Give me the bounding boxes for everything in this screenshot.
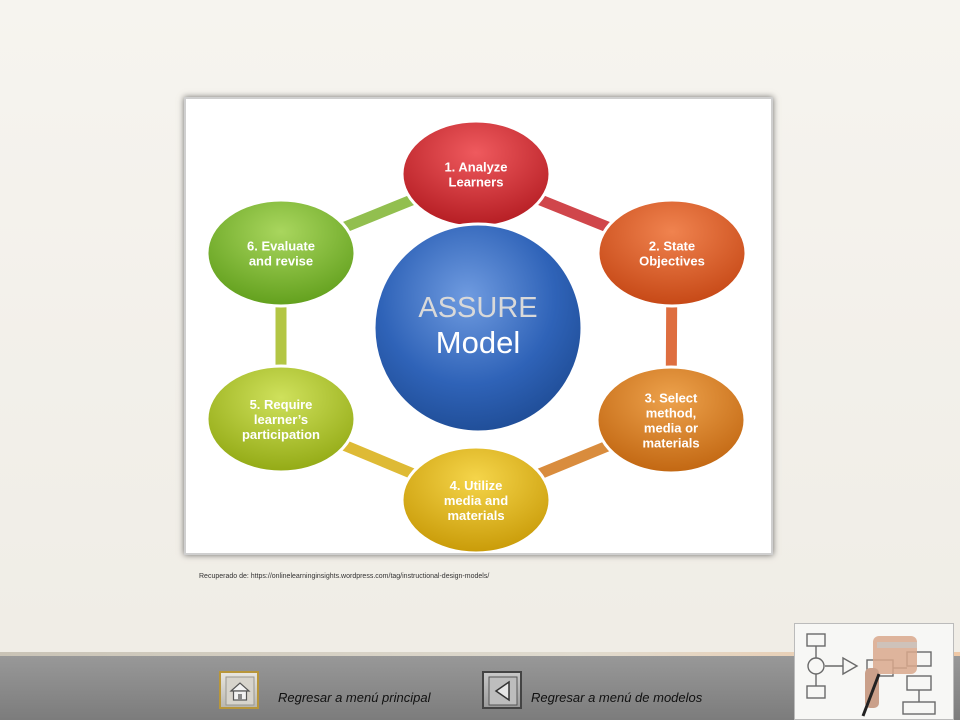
back-button[interactable]	[482, 671, 522, 709]
back-link[interactable]: Regresar a menú de modelos	[531, 690, 703, 705]
step-label-5-line-2: learner’s	[254, 412, 308, 427]
home-icon	[225, 676, 255, 706]
home-button[interactable]	[219, 671, 259, 709]
step-label-5-line-1: 5. Require	[250, 397, 313, 412]
step-circle-4	[400, 445, 552, 553]
flowchart-icon	[795, 624, 953, 719]
center-node: ASSURE Model	[372, 222, 584, 434]
flowchart-hand-image	[794, 623, 954, 720]
bar-accent-line	[0, 652, 960, 656]
step-label-2-line-1: 2. State	[649, 239, 695, 254]
step-circle-3	[595, 365, 747, 475]
home-link[interactable]: Regresar a menú principal	[278, 690, 431, 705]
step-label-2-line-2: Objectives	[639, 254, 705, 269]
center-circle	[372, 222, 584, 434]
step-circle-5	[205, 364, 357, 474]
center-title-line1: ASSURE	[418, 292, 537, 324]
step-label-4-line-2: media and	[444, 493, 508, 508]
step-circle-2	[596, 198, 748, 308]
step-label-5-line-3: participation	[242, 427, 320, 442]
step-label-3-line-2: method,	[646, 406, 697, 421]
back-arrow-icon	[488, 676, 518, 706]
step-label-3-line-1: 3. Select	[645, 391, 698, 406]
step-label-1-line-2: Learners	[449, 175, 504, 190]
step-label-4-line-3: materials	[447, 508, 504, 523]
hand-with-pen	[861, 636, 917, 717]
step-label-6-line-2: and revise	[249, 254, 313, 269]
step-label-1-line-1: 1. Analyze	[444, 160, 507, 175]
step-label-3-line-3: media or	[644, 421, 698, 436]
center-title-line2: Model	[436, 325, 520, 360]
step-circle-6	[205, 198, 357, 308]
step-label-6-line-1: 6. Evaluate	[247, 239, 315, 254]
step-label-3-line-4: materials	[642, 436, 699, 451]
image-citation: Recuperado de: https://onlinelearningins…	[199, 573, 490, 580]
step-label-4-line-1: 4. Utilize	[450, 478, 503, 493]
